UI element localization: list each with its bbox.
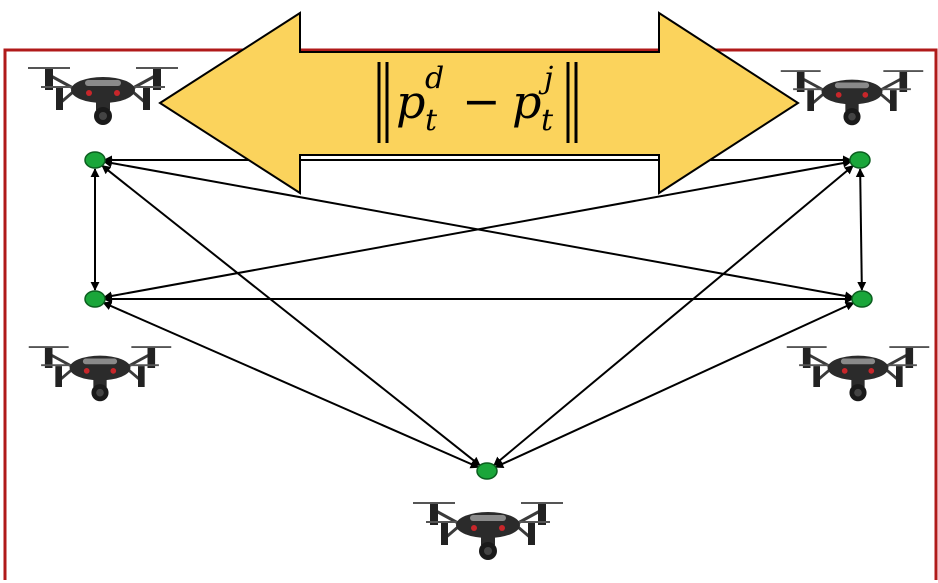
node-n5 xyxy=(476,462,498,480)
edge-n3-n5 xyxy=(102,301,480,469)
drone-mid-left-icon xyxy=(27,345,173,403)
formula-sup-d: d xyxy=(425,61,444,96)
node-group xyxy=(84,151,873,480)
node-n2 xyxy=(849,151,871,169)
drone-bottom-icon xyxy=(411,501,565,562)
edge-n2-n5 xyxy=(493,164,854,467)
region-frame xyxy=(3,48,938,580)
formula-p-right: p xyxy=(512,75,541,129)
edge-n2-n4 xyxy=(855,168,867,291)
node-n1 xyxy=(84,151,106,169)
node-n4 xyxy=(851,290,873,308)
formula-minus: − xyxy=(462,74,501,128)
edge-n4-n5 xyxy=(494,301,855,469)
formula-sub-t-right: t xyxy=(541,103,554,138)
node-n3 xyxy=(84,290,106,308)
formula-p-left: p xyxy=(396,75,425,129)
edge-n1-n5 xyxy=(101,164,481,467)
drone-mid-right-icon xyxy=(785,345,931,403)
drone-top-right-icon xyxy=(779,69,925,127)
distance-formula: p d t − p j t xyxy=(377,61,578,143)
formula-sub-t-left: t xyxy=(425,103,438,138)
edge-group xyxy=(90,155,867,469)
drone-top-left-icon xyxy=(26,66,180,127)
distance-banner-arrow xyxy=(158,11,800,195)
